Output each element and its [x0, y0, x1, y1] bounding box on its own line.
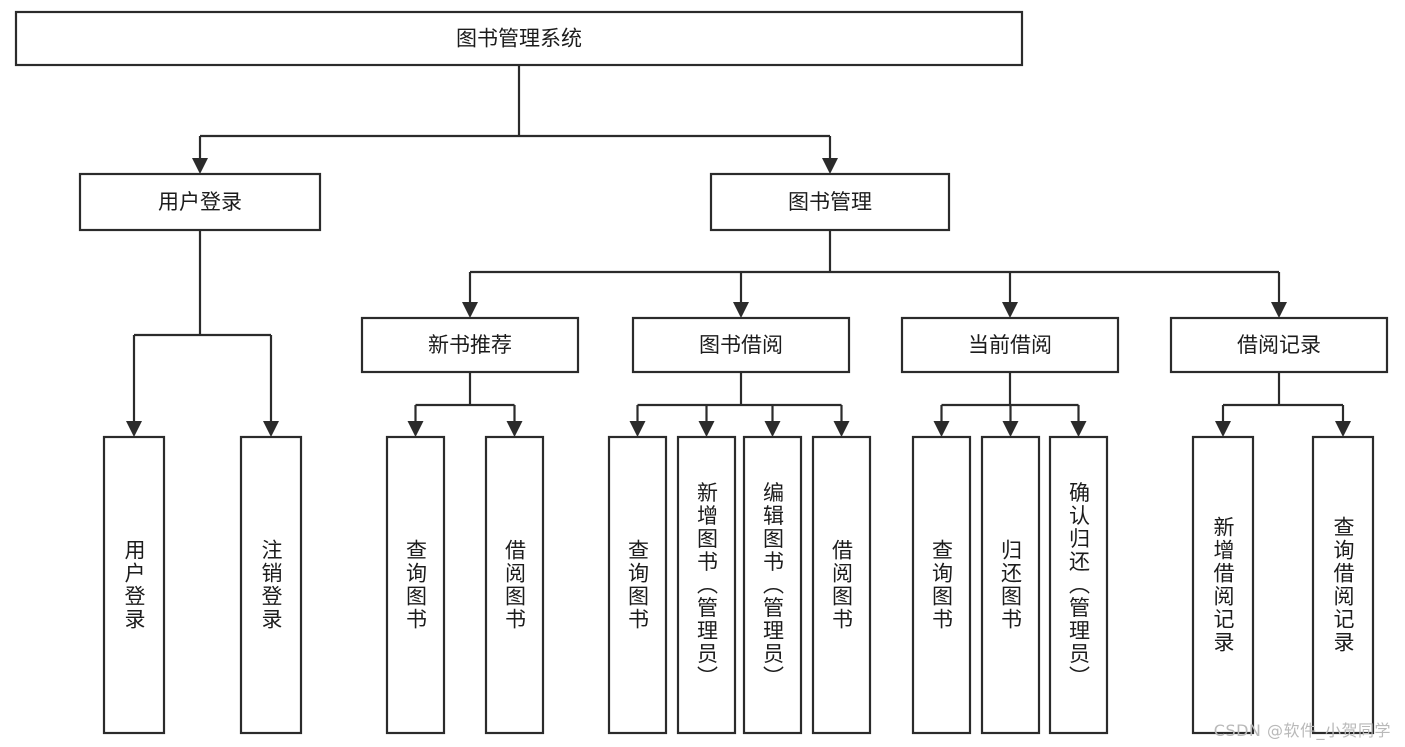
node-borrow-book-2[interactable]: 借阅图书: [811, 435, 872, 735]
node-add-book-admin[interactable]: 新增图书（管理员）: [676, 435, 737, 735]
node-box-current-borrow: [900, 316, 1120, 374]
node-label-return-book: 归还图书: [999, 539, 1023, 631]
node-edit-book-admin[interactable]: 编辑图书（管理员）: [742, 435, 803, 735]
node-new-book-recommend[interactable]: 新书推荐: [360, 316, 580, 374]
node-box-query-borrow-record: [1311, 435, 1375, 735]
arrow-add-borrow-record-head: [1215, 421, 1231, 437]
nodes-layer: 图书管理系统用户登录图书管理新书推荐图书借阅当前借阅借阅记录用户登录注销登录查询…: [14, 10, 1389, 735]
arrow-current-borrow-head: [1002, 302, 1018, 318]
node-box-user-login: [78, 172, 322, 232]
arrow-borrow-book-2-head: [833, 421, 850, 437]
node-box-borrow-book-2: [811, 435, 872, 735]
arrow-user-login-head: [192, 158, 208, 174]
arrow-user-login-do-head: [126, 421, 142, 437]
node-label-current-borrow: 当前借阅: [968, 333, 1052, 357]
node-box-book-manage: [709, 172, 951, 232]
node-label-new-book-recommend: 新书推荐: [428, 333, 512, 357]
node-box-return-book: [980, 435, 1041, 735]
node-label-book-borrow: 图书借阅: [699, 333, 783, 357]
node-query-book-3[interactable]: 查询图书: [911, 435, 972, 735]
node-box-borrow-book-1: [484, 435, 545, 735]
node-book-manage[interactable]: 图书管理: [709, 172, 951, 232]
node-box-user-login-do: [102, 435, 166, 735]
node-add-borrow-record[interactable]: 新增借阅记录: [1191, 435, 1255, 735]
node-label-user-login: 用户登录: [158, 190, 242, 214]
node-label-user-login-do: 用户登录: [122, 539, 146, 631]
node-box-query-book-2: [607, 435, 668, 735]
node-root[interactable]: 图书管理系统: [14, 10, 1024, 67]
node-label-borrow-record: 借阅记录: [1237, 333, 1321, 357]
node-user-login[interactable]: 用户登录: [78, 172, 322, 232]
arrow-borrow-record-head: [1271, 302, 1287, 318]
node-box-confirm-return-admin: [1048, 435, 1109, 735]
arrow-query-borrow-record-head: [1335, 421, 1351, 437]
node-label-query-book-3: 查询图书: [930, 539, 954, 631]
arrow-borrow-book-1-head: [506, 421, 523, 437]
node-label-edit-book-admin: 编辑图书（管理员）: [761, 482, 785, 689]
node-user-logout[interactable]: 注销登录: [239, 435, 303, 735]
arrow-confirm-return-admin-head: [1070, 421, 1087, 437]
node-label-user-logout: 注销登录: [259, 539, 283, 631]
node-book-borrow[interactable]: 图书借阅: [631, 316, 851, 374]
node-borrow-record[interactable]: 借阅记录: [1169, 316, 1389, 374]
node-label-book-manage: 图书管理: [788, 190, 872, 214]
connectors-layer: [126, 65, 1351, 437]
node-box-edit-book-admin: [742, 435, 803, 735]
node-box-new-book-recommend: [360, 316, 580, 374]
node-borrow-book-1[interactable]: 借阅图书: [484, 435, 545, 735]
node-label-root: 图书管理系统: [456, 27, 582, 51]
node-label-query-borrow-record: 查询借阅记录: [1331, 516, 1355, 654]
node-label-confirm-return-admin: 确认归还（管理员）: [1067, 482, 1091, 689]
node-box-borrow-record: [1169, 316, 1389, 374]
node-confirm-return-admin[interactable]: 确认归还（管理员）: [1048, 435, 1109, 735]
node-label-add-borrow-record: 新增借阅记录: [1211, 516, 1235, 654]
node-box-book-borrow: [631, 316, 851, 374]
arrow-book-manage-head: [822, 158, 838, 174]
node-box-query-book-1: [385, 435, 446, 735]
node-label-borrow-book-1: 借阅图书: [503, 539, 527, 631]
arrow-user-logout-head: [263, 421, 279, 437]
node-box-user-logout: [239, 435, 303, 735]
node-query-borrow-record[interactable]: 查询借阅记录: [1311, 435, 1375, 735]
arrow-query-book-3-head: [933, 421, 950, 437]
node-label-query-book-1: 查询图书: [404, 539, 428, 631]
node-box-add-book-admin: [676, 435, 737, 735]
node-query-book-2[interactable]: 查询图书: [607, 435, 668, 735]
arrow-book-borrow-head: [733, 302, 749, 318]
arrow-return-book-head: [1002, 421, 1019, 437]
arrow-edit-book-admin-head: [764, 421, 781, 437]
node-box-add-borrow-record: [1191, 435, 1255, 735]
arrow-add-book-admin-head: [698, 421, 715, 437]
node-query-book-1[interactable]: 查询图书: [385, 435, 446, 735]
node-user-login-do[interactable]: 用户登录: [102, 435, 166, 735]
node-box-root: [14, 10, 1024, 67]
node-label-add-book-admin: 新增图书（管理员）: [695, 482, 719, 689]
arrow-new-book-recommend-head: [462, 302, 478, 318]
node-current-borrow[interactable]: 当前借阅: [900, 316, 1120, 374]
node-return-book[interactable]: 归还图书: [980, 435, 1041, 735]
node-label-borrow-book-2: 借阅图书: [830, 539, 854, 631]
node-label-query-book-2: 查询图书: [626, 539, 650, 631]
arrow-query-book-1-head: [407, 421, 424, 437]
arrow-query-book-2-head: [629, 421, 646, 437]
node-box-query-book-3: [911, 435, 972, 735]
watermark-text: CSDN @软件_小贺同学: [1213, 721, 1391, 740]
